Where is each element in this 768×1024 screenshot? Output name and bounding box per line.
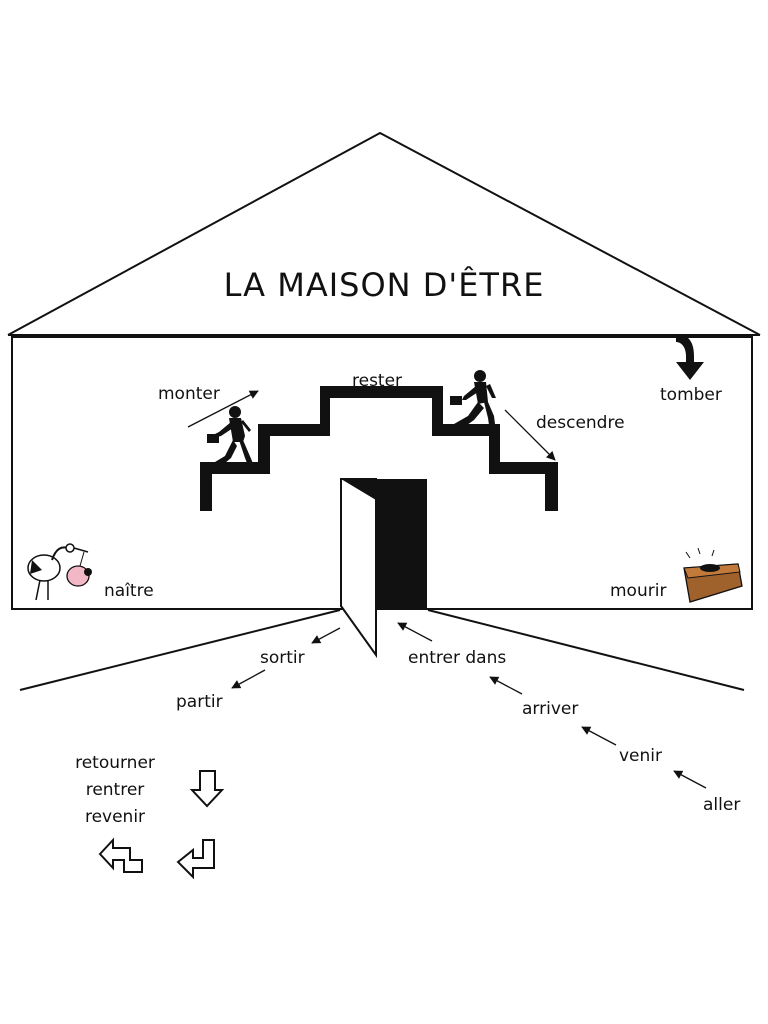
u-turn-down-left-icon [176,839,215,880]
label-sortir: sortir [260,648,305,668]
label-rester: rester [352,371,403,391]
label-aller: aller [703,795,741,815]
walking-businessman-icon [450,370,496,432]
label-retourner: retourner [75,753,155,773]
page-title: LA MAISON D'ÊTRE [223,266,545,304]
arrow-partir [231,669,266,689]
hollow-down-arrow-icon [189,770,225,808]
label-descendre: descendre [536,413,625,433]
coffin-icon [683,547,743,603]
walking-businessman-icon [207,406,255,468]
roof-outline [7,131,761,336]
label-revenir: revenir [84,807,146,827]
label-entrer: entrer dans [408,648,507,668]
label-tomber: tomber [660,385,722,405]
label-partir: partir [176,692,223,712]
open-door [340,478,377,659]
label-naitre: naître [104,581,154,601]
doorway [376,479,427,610]
door-top-shadow [341,479,376,500]
return-verbs-list: retourner rentrer revenir [60,750,170,831]
arrow-sortir [311,627,341,644]
arrow-venir [581,726,617,746]
ground-line-right [427,609,745,691]
down-curved-arrow-icon [676,334,704,380]
label-rentrer: rentrer [85,780,145,800]
arrow-descendre [504,409,556,461]
label-venir: venir [619,746,663,766]
label-mourir: mourir [610,581,667,601]
stork-with-baby-icon [27,543,92,601]
label-monter: monter [158,384,220,404]
ground-line-left [19,609,341,691]
label-arriver: arriver [522,699,579,719]
u-turn-left-icon [98,837,143,873]
arrow-arriver [489,676,523,695]
arrow-monter [187,390,259,428]
arrow-aller [673,770,707,789]
arrow-entrer [397,622,433,642]
